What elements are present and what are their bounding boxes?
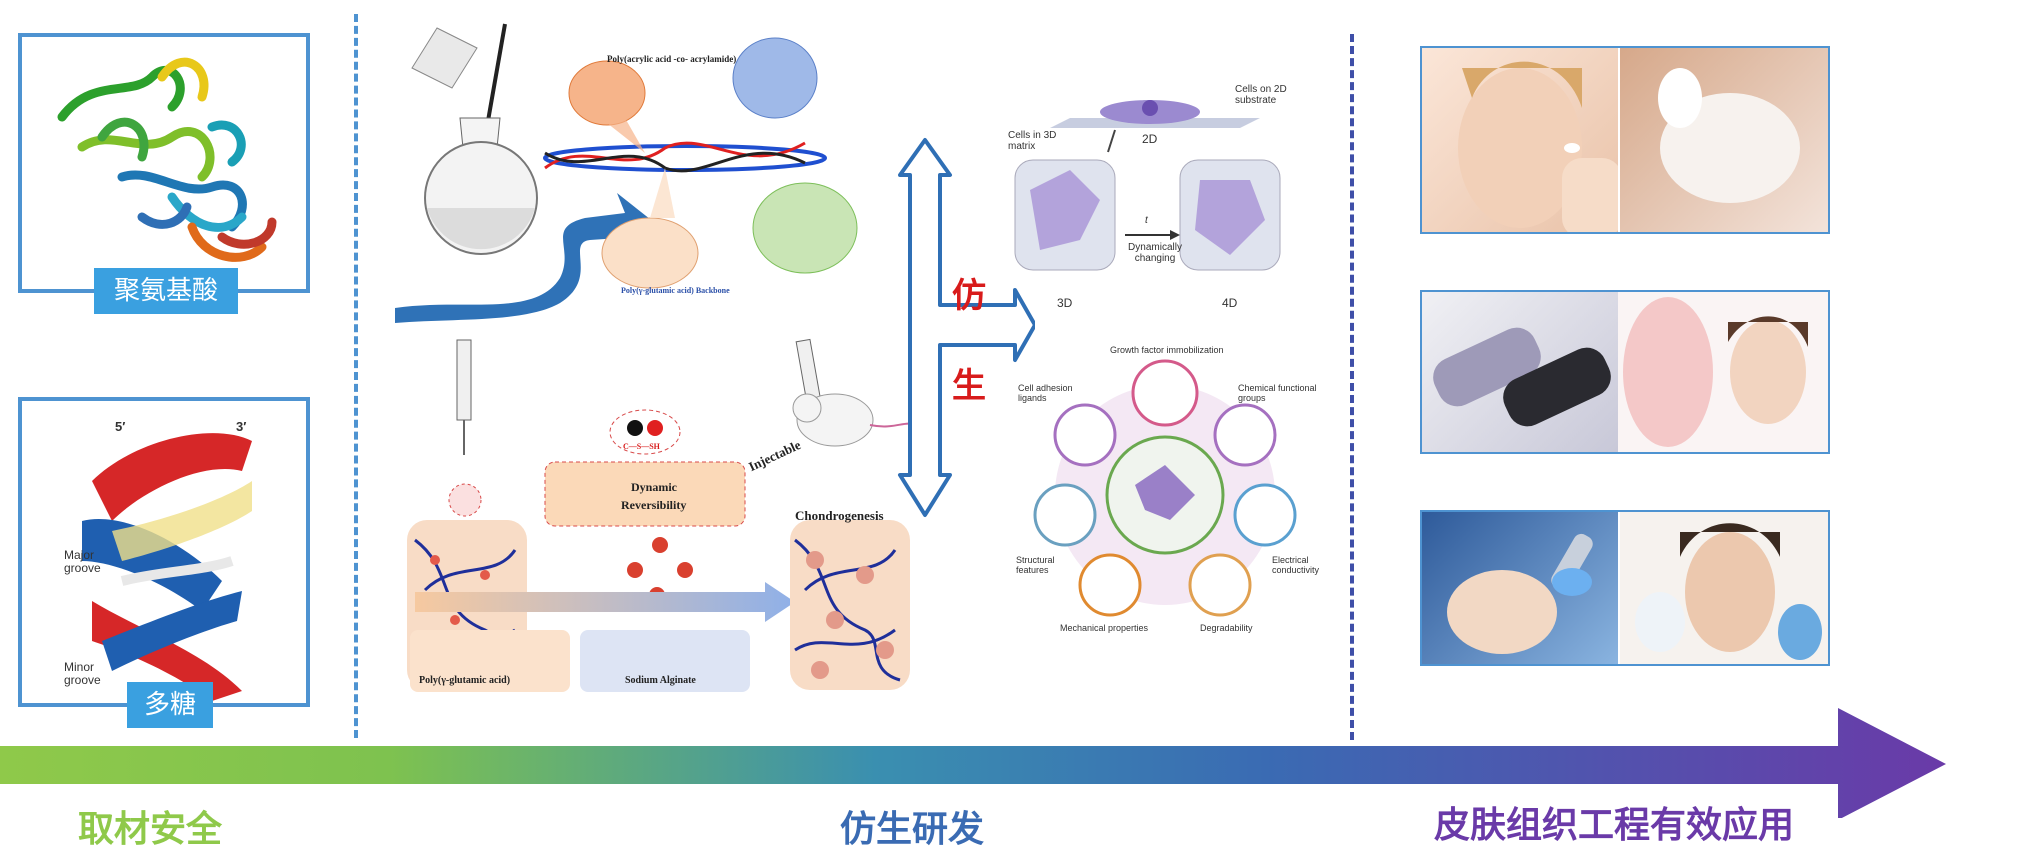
reversibility-label: Reversibility bbox=[621, 498, 687, 512]
wheel-growth-factor: Growth factor immobilization bbox=[1110, 345, 1224, 355]
synthesis-illustration: Poly(acrylic acid -co- acrylamide) Poly(… bbox=[385, 18, 875, 323]
label-biomimetic-rd: 仿生研发 bbox=[840, 809, 985, 850]
dna-5prime: 5′ bbox=[115, 419, 126, 434]
facial-treatment-photo bbox=[1620, 48, 1828, 232]
label-safe-materials: 取材安全 bbox=[78, 809, 223, 850]
clinic-photo-row bbox=[1420, 510, 1830, 666]
scaffold-properties-wheel: Growth factor immobilization Cell adhesi… bbox=[1010, 345, 1320, 645]
label-skin-application: 皮肤组织工程有效应用 bbox=[1434, 805, 1795, 846]
cell-dimension-diagram: Cells on 2D substrate 2D Cells in 3D mat… bbox=[1000, 70, 1320, 320]
wheel-electrical: Electrical conductivity bbox=[1272, 555, 1320, 575]
bond-label: C—S—SH bbox=[623, 442, 660, 451]
alginate-label: Sodium Alginate bbox=[625, 675, 696, 686]
skincare-photo-row bbox=[1420, 46, 1830, 234]
time-label: t bbox=[1145, 215, 1148, 226]
injection-photo bbox=[1620, 512, 1828, 664]
chondrogenesis-label: Chondrogenesis bbox=[795, 508, 884, 523]
pgga-label: Poly(γ-glutamic acid) bbox=[419, 675, 511, 686]
protein-structure-image bbox=[18, 33, 310, 293]
hydrogel-illustration: C—S—SH Dynamic Reversibility Injectable … bbox=[395, 330, 916, 700]
backbone-label: Poly(γ-glutamic acid) Backbone bbox=[621, 286, 730, 295]
label-3d: 3D bbox=[1057, 296, 1073, 310]
wheel-structural: Structural features bbox=[1016, 555, 1055, 575]
biomimetic-char-1: 仿 bbox=[952, 276, 986, 316]
wheel-mechanical: Mechanical properties bbox=[1060, 623, 1149, 633]
polysaccharide-label: 多糖 bbox=[127, 682, 213, 728]
wheel-degradability: Degradability bbox=[1200, 623, 1253, 633]
minor-groove-label: Minor groove bbox=[64, 660, 101, 687]
wheel-chemical: Chemical functional groups bbox=[1238, 383, 1317, 403]
dna-3prime: 3′ bbox=[236, 419, 247, 434]
tubes-photo bbox=[1422, 292, 1618, 452]
biomimetic-char-2: 生 bbox=[952, 366, 986, 406]
right-dashed-divider bbox=[1350, 34, 1354, 740]
major-groove-label: Major groove bbox=[64, 548, 101, 575]
left-dashed-divider bbox=[354, 14, 358, 738]
progress-arrow bbox=[0, 708, 1946, 818]
dynamic-label: Dynamic bbox=[631, 480, 677, 494]
cells-2d-label: Cells on 2D substrate bbox=[1235, 84, 1287, 106]
biomimetic-arrow bbox=[898, 138, 1035, 517]
dna-image: 5′ 3′ Major groove Minor groove bbox=[18, 397, 310, 707]
dynamic-change-label: Dynamically changing bbox=[1128, 242, 1182, 264]
face-cream-photo bbox=[1422, 48, 1618, 232]
cells-3d-label: Cells in 3D matrix bbox=[1008, 130, 1057, 152]
facial-device-photo bbox=[1422, 512, 1618, 664]
pa-label: Poly(acrylic acid -co- acrylamide) bbox=[607, 54, 737, 64]
protein-label: 聚氨基酸 bbox=[94, 268, 238, 314]
wheel-adhesion: Cell adhesion ligands bbox=[1018, 383, 1073, 403]
label-4d: 4D bbox=[1222, 296, 1238, 310]
label-2d: 2D bbox=[1142, 132, 1158, 146]
device-photo-row bbox=[1420, 290, 1830, 454]
mask-photo bbox=[1618, 292, 1828, 452]
